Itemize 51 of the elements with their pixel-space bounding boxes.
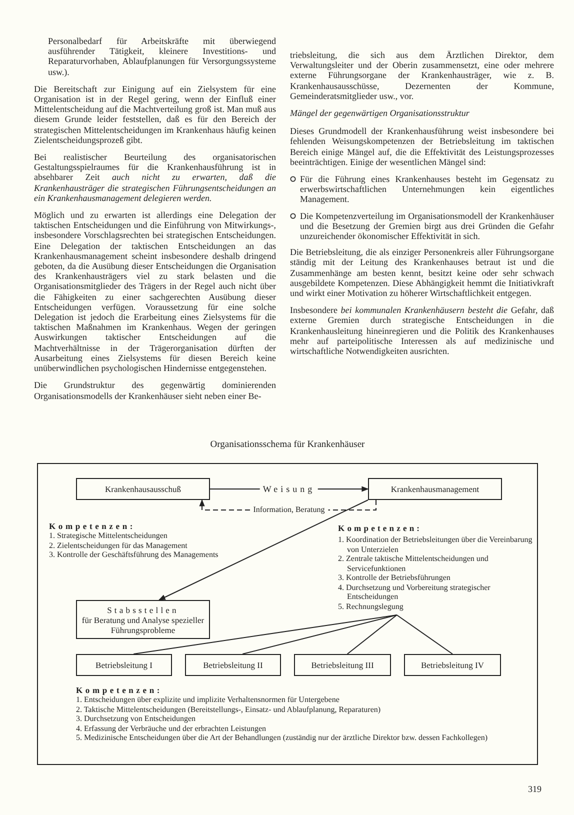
body-paragraph: Personalbedarf für Arbeitskräfte mit überwiegend ausführender Tätigkeit, kleinere Investitions- und Reparaturvorhaben, Ablaufplanungen für Versorgungssysteme usw.). [48,36,276,77]
competence-item: 1. Koordination der Betriebsleitungen über die Vereinbarung von Unterzielen [338,534,534,554]
org-unit-box [404,654,501,676]
competence-item: 5. Medizinische Entscheidungen über die Art der Behandlungen (zuständig nur der ärztliche Direktor bzw. dessen Fachkollegen) [76,733,489,743]
body-paragraph: Dieses Grundmodell der Krankenhausführung weist insbesondere bei fehlenden Weisungskompetenzen der Betriebsleitung im taktischen Bereich einige Mängel auf, die die Effektivität des Leistungsprozesses beeinträchtigen. Einige der wesentlichen Mängel sind: [290,126,554,168]
section-heading: Mängel der gegenwärtigen Organisationsstruktur [290,108,470,118]
unit-name: Betriebsleitung IV [420,660,484,670]
edge-label: Weisung [260,484,318,494]
competence-item: 5. Rechnungslegung [338,602,404,612]
connector-arrow [158,500,368,600]
diagram-title: Organisationsschema für Krankenhäuser [209,440,366,450]
body-paragraph: Die Betriebsleitung, die als einziger Personenkreis aller Führungsorgane ständig mit der Leitung des Krankenhauses betraut ist und die Zusammenhänge am besten kennt, besitzt keine oder sehr schwach ausgebildete Kompetenzen. Diese Abhängigkeit hemmt die Initiativkraft und wirkt einer Motivation zu höherer Wirtschaftlichkeit entgegen. [290,247,554,298]
body-paragraph: Die Grundstruktur des gegenwärtig dominierenden Organisationsmodells der Krankenhäuser sieht neben einer Be- [34,380,276,401]
unit-description: für Beratung und Analyse spezieller Führungsprobleme [80,614,206,634]
unit-name: Betriebsleitung I [96,660,152,670]
org-unit-box [185,654,281,676]
competence-item: 2. Taktische Mittelentscheidungen (Bereitstellungs-, Einsatz- und Ablaufplanung, Reparaturen) [76,704,382,714]
competence-heading: Kompetenzen: [338,524,422,534]
competence-item: 1. Entscheidungen über explizite und implizite Verhaltensnormen für Untergebene [76,695,340,705]
connector-line [242,614,398,654]
page-number: 319 [528,784,542,794]
org-unit-box [76,600,210,639]
unit-name: Krankenhausausschuß [104,484,181,494]
competence-item: 3. Kontrolle der Geschäftsführung des Managements [49,550,220,560]
bullet-paragraph: Für die Führung eines Krankenhauses besteht im Gegensatz zu erwerbswirtschaftlichen Unternehmungen kein eigentliches Management. [300,174,554,205]
unit-name: Betriebsleitung III [311,660,374,670]
edge-label: Information, Beratung [250,505,328,515]
competence-item: 3. Durchsetzung von Entscheidungen [76,714,197,724]
body-paragraph: triebsleitung, die sich aus dem Ärztlichen Direktor, dem Verwaltungsleiter und der Oberin zusammensetzt, eine oder mehrere externe Führungsorgane der Krankenhausträger, wie z. B. Krankenhausausschüsse, Dezernenten der Kommune, Gemeinderatsmitglieder usw., vor. [290,50,554,102]
body-paragraph: Insbesondere bei kommunalen Krankenhäusern besteht die Gefahr, daß externe Gremien durch strategische Entscheidungen in die Krankenhausleitung hineinregieren und die Politik des Krankenhauses mehr auf parteipolitische Interessen als auf medizinische und wirtschaftliche Notwendigkeiten ausrichten. [290,305,554,356]
competence-heading: Kompetenzen: [49,521,136,531]
connector-line [346,614,398,654]
competence-heading: Kompetenzen: [76,685,164,695]
competence-item: 2. Zentrale taktische Mittelentscheidungen und Servicefunktionen [338,554,490,574]
unit-name: Krankenhausmanagement [390,484,480,494]
body-paragraph: Bei realistischer Beurteilung des organisatorischen Gestaltungsspielraumes für die Krankenhausführung ist in absehbarer Zeit auch nicht zu erwarten, daß die Krankenhausträger die strategischen Führungsentscheidungen an ein Krankenhausmanagement delegieren werden. [34,152,276,204]
bullet-paragraph: Die Kompetenzverteilung im Organisationsmodell der Krankenhäuser und die Besetzung der Gremien birgt aus drei Gründen die Gefahr unzureichender ökonomischer Effektivität in sich. [300,210,554,242]
unit-title: Stabsstellen [107,604,179,614]
body-paragraph: Die Bereitschaft zur Einigung auf ein Zielsystem für eine Organisation ist in der Regel gering, wenn der Einfluß einer Mittelentscheidung auf die Machtverteilung groß ist. Man muß aus diesem Grunde leider feststellen, daß es für den Bereich der strategischen Mittelentscheidungen im Krankenhaus häufig keinen Zielentscheidungsprozeß gibt. [34,84,276,146]
org-unit-box [76,654,172,676]
connector-line [396,614,453,654]
org-unit-box [76,478,210,500]
unit-name: Betriebsleitung II [203,660,263,670]
competence-item: 2. Zielentscheidungen für das Management [49,540,188,550]
competence-item: 1. Strategische Mittelentscheidungen [49,531,168,541]
org-unit-box [368,478,502,500]
org-unit-box [294,654,391,676]
competence-item: 4. Durchsetzung und Vorbereitung strategischer Entscheidungen [338,582,492,602]
competence-item: 3. Kontrolle der Betriebsführungen [338,573,450,583]
body-paragraph: Möglich und zu erwarten ist allerdings eine Delegation der taktischen Entscheidungen und die Einführung von Mitwirkungs-, insbesondere Vorschlagsrechten bei strategischen Entscheidungen. Eine Delegation der taktischen Entscheidungen an das Krankenhausmanagement scheint insbesondere deshalb dringend geboten, da die Ausübung dieser Entscheidungen die Organisation des Krankenhausträgers viel zu stark belasten und die Organisationsmitglieder des Trägers in der Regel auch nicht über die Fähigkeiten zu einer sachgerechten Ausübung dieser Entscheidungen verfügen. Voraussetzung für eine solche Delegation ist jedoch die Erarbeitung eines Zielsystems für die taktischen Maßnahmen im Krankenhaus. Wegen der geringen Auswirkungen taktischer Entscheidungen auf die Machtverhältnisse in der Trägerorganisation dürften der Ausarbeitung eines Zielsystems für diesen Bereich keine unüberwindlichen psychologischen Hindernisse entgegenstehen. [34,210,276,374]
competence-item: 4. Erfassung der Verbräuche und der erbrachten Leistungen [76,724,267,734]
